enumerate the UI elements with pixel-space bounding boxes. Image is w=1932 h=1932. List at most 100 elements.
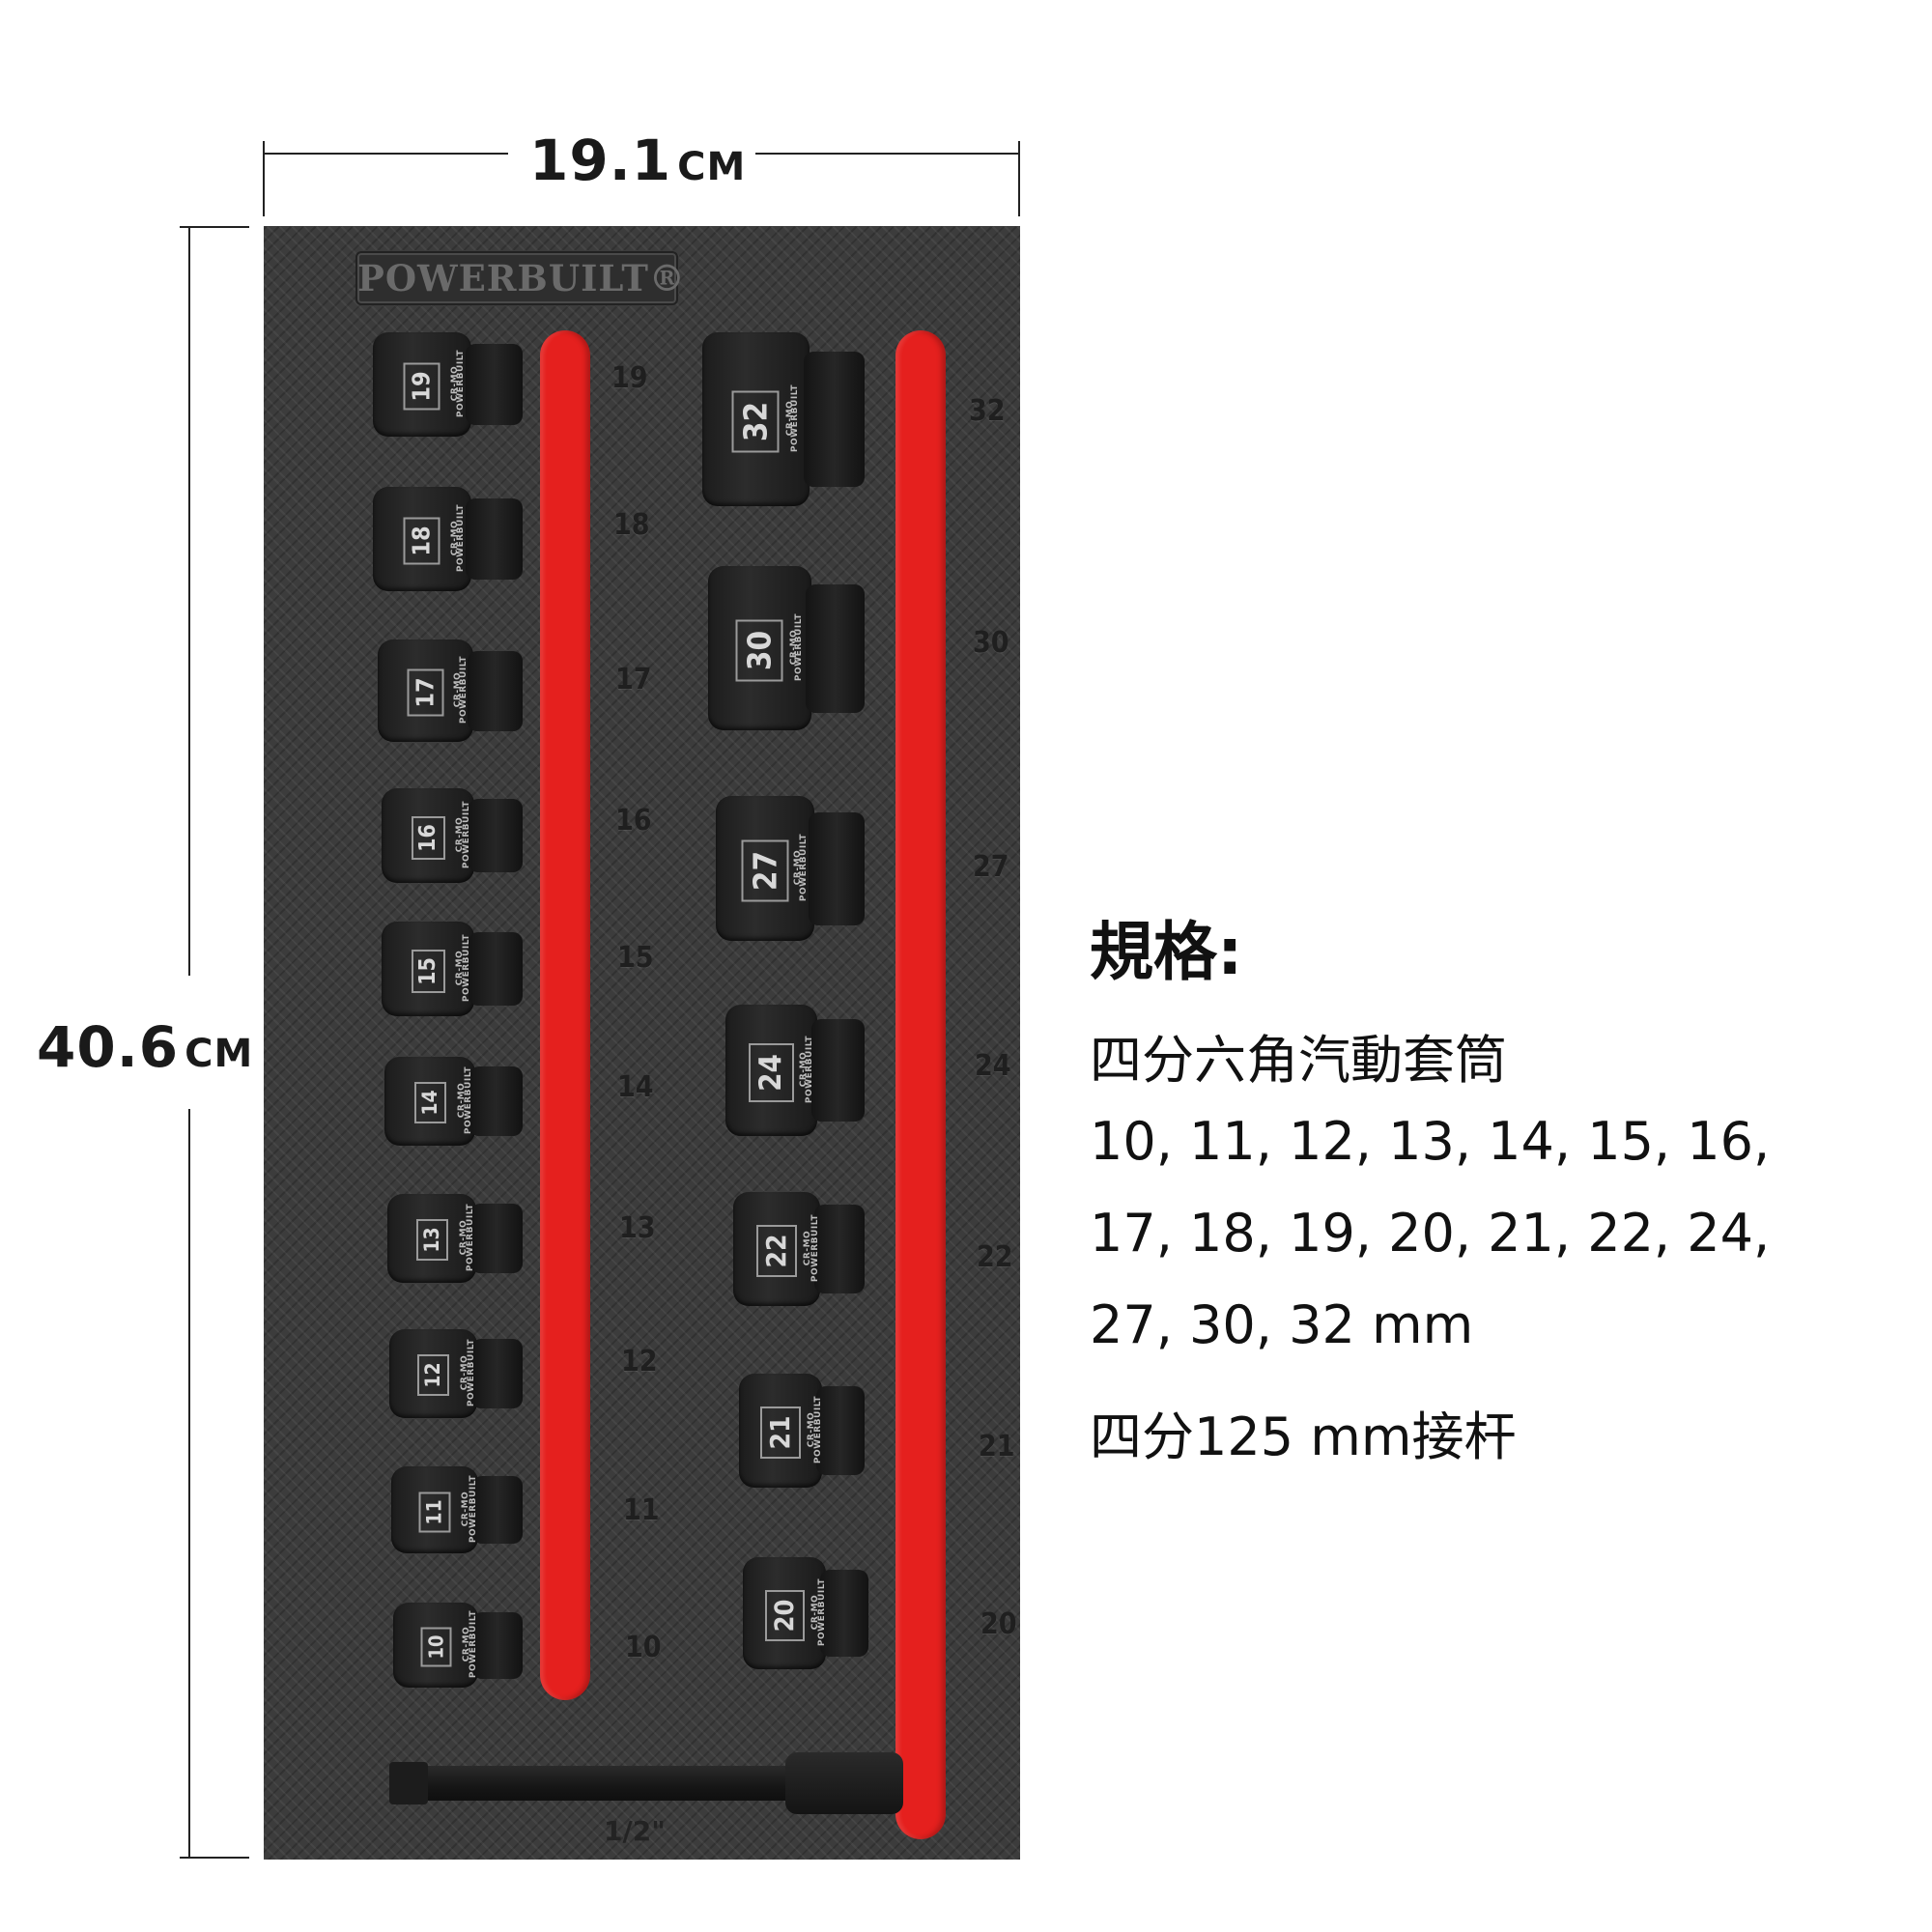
height-dim-line-top — [188, 226, 190, 976]
socket-body — [373, 332, 471, 437]
socket-drive-end — [809, 812, 865, 925]
spec-line-5: 四分125 mm接杆 — [1090, 1406, 1517, 1467]
spec-line-1: 四分六角汽動套筒 — [1090, 1030, 1507, 1091]
socket-size-stamp: 18 — [403, 517, 440, 565]
socket-size-stamp: 10 — [420, 1627, 452, 1667]
socket-body — [373, 487, 471, 591]
socket-material-stamp: CR-MO — [455, 816, 466, 853]
width-dim-line-right — [755, 153, 1020, 155]
socket-size-stamp: 19 — [403, 362, 440, 411]
width-dim-tick-left — [263, 141, 265, 216]
height-dim-tick-top — [180, 226, 249, 228]
socket-size-stamp: 13 — [416, 1219, 448, 1261]
socket-material-stamp: CR-MO — [803, 1230, 813, 1266]
slot-label-right-5: 21 — [979, 1430, 1015, 1463]
tray-brand-logo: POWERBUILT® — [355, 251, 685, 305]
socket-material-stamp: CR-MO — [460, 1354, 470, 1391]
socket-size-stamp: 27 — [741, 839, 789, 902]
socket-body — [391, 1466, 478, 1553]
socket-material-stamp: CR-MO — [810, 1594, 821, 1631]
socket-material-stamp: CR-MO — [455, 950, 466, 986]
socket-drive-end — [816, 1386, 865, 1475]
socket-drive-end — [472, 1476, 523, 1544]
socket-body — [708, 566, 811, 730]
socket-drive-end — [820, 1570, 868, 1657]
width-value: 19.1 — [529, 128, 672, 193]
socket-size-stamp: 11 — [418, 1492, 451, 1533]
spec-line-4: 27, 30, 32 mm — [1090, 1294, 1474, 1355]
socket-drive-end — [469, 1066, 523, 1136]
extension-slot-label: 1/2" — [604, 1815, 666, 1847]
socket-body — [739, 1374, 822, 1488]
socket-body — [378, 639, 473, 742]
spec-title: 規格: — [1090, 915, 1243, 989]
socket-size-stamp: 17 — [407, 668, 444, 717]
socket-drive-end — [469, 799, 523, 872]
socket-material-stamp: CR-MO — [450, 520, 461, 556]
extension-drive-end — [389, 1762, 428, 1804]
width-dim-tick-right — [1018, 141, 1020, 216]
width-dim-line-left — [263, 153, 508, 155]
slot-label-left-8: 11 — [623, 1493, 660, 1527]
socket-material-stamp: CR-MO — [450, 365, 461, 402]
socket-size-stamp: 21 — [760, 1406, 801, 1459]
socket-size-stamp: 24 — [749, 1043, 794, 1102]
slot-label-left-4: 15 — [617, 941, 654, 975]
extension-bar — [389, 1752, 911, 1814]
socket-size-stamp: 30 — [735, 619, 783, 682]
socket-body — [702, 332, 810, 506]
slot-label-right-4: 22 — [977, 1240, 1013, 1274]
width-unit: CM — [677, 145, 747, 189]
socket-drive-end — [468, 651, 523, 731]
slot-label-right-1: 30 — [973, 626, 1009, 660]
slot-label-right-3: 24 — [975, 1049, 1011, 1083]
slot-label-right-0: 32 — [969, 394, 1006, 428]
height-dim-line-bottom — [188, 1109, 190, 1859]
socket-drive-end — [470, 1204, 523, 1273]
socket-body — [387, 1194, 476, 1283]
socket-drive-end — [811, 1019, 865, 1122]
socket-size-stamp: 20 — [765, 1590, 805, 1641]
socket-material-stamp: CR-MO — [462, 1626, 472, 1662]
socket-body — [393, 1603, 478, 1688]
slot-label-left-1: 18 — [613, 508, 650, 542]
socket-material-stamp: CR-MO — [789, 629, 800, 666]
socket-size-stamp: 16 — [412, 816, 445, 860]
socket-size-stamp: 15 — [412, 950, 445, 993]
socket-body — [725, 1005, 817, 1136]
socket-material-stamp: CR-MO — [807, 1411, 817, 1448]
socket-drive-end — [466, 344, 523, 425]
socket-size-stamp: 32 — [731, 390, 780, 453]
socket-material-stamp: CR-MO — [457, 1082, 468, 1119]
socket-material-stamp: CR-MO — [785, 400, 796, 437]
spec-line-3: 17, 18, 19, 20, 21, 22, 24, — [1090, 1203, 1771, 1264]
slot-label-left-6: 13 — [619, 1211, 656, 1245]
socket-body — [382, 788, 474, 883]
socket-material-stamp: CR-MO — [453, 671, 464, 708]
slot-label-right-6: 20 — [980, 1607, 1017, 1641]
socket-drive-end — [466, 498, 523, 580]
slot-label-left-5: 14 — [617, 1070, 654, 1104]
socket-drive-end — [806, 584, 865, 713]
height-dim-tick-bottom — [180, 1857, 249, 1859]
slot-label-left-9: 10 — [625, 1631, 662, 1664]
right-socket-rail — [895, 330, 946, 1839]
height-value: 40.6 — [37, 1014, 180, 1080]
socket-drive-end — [469, 932, 523, 1006]
